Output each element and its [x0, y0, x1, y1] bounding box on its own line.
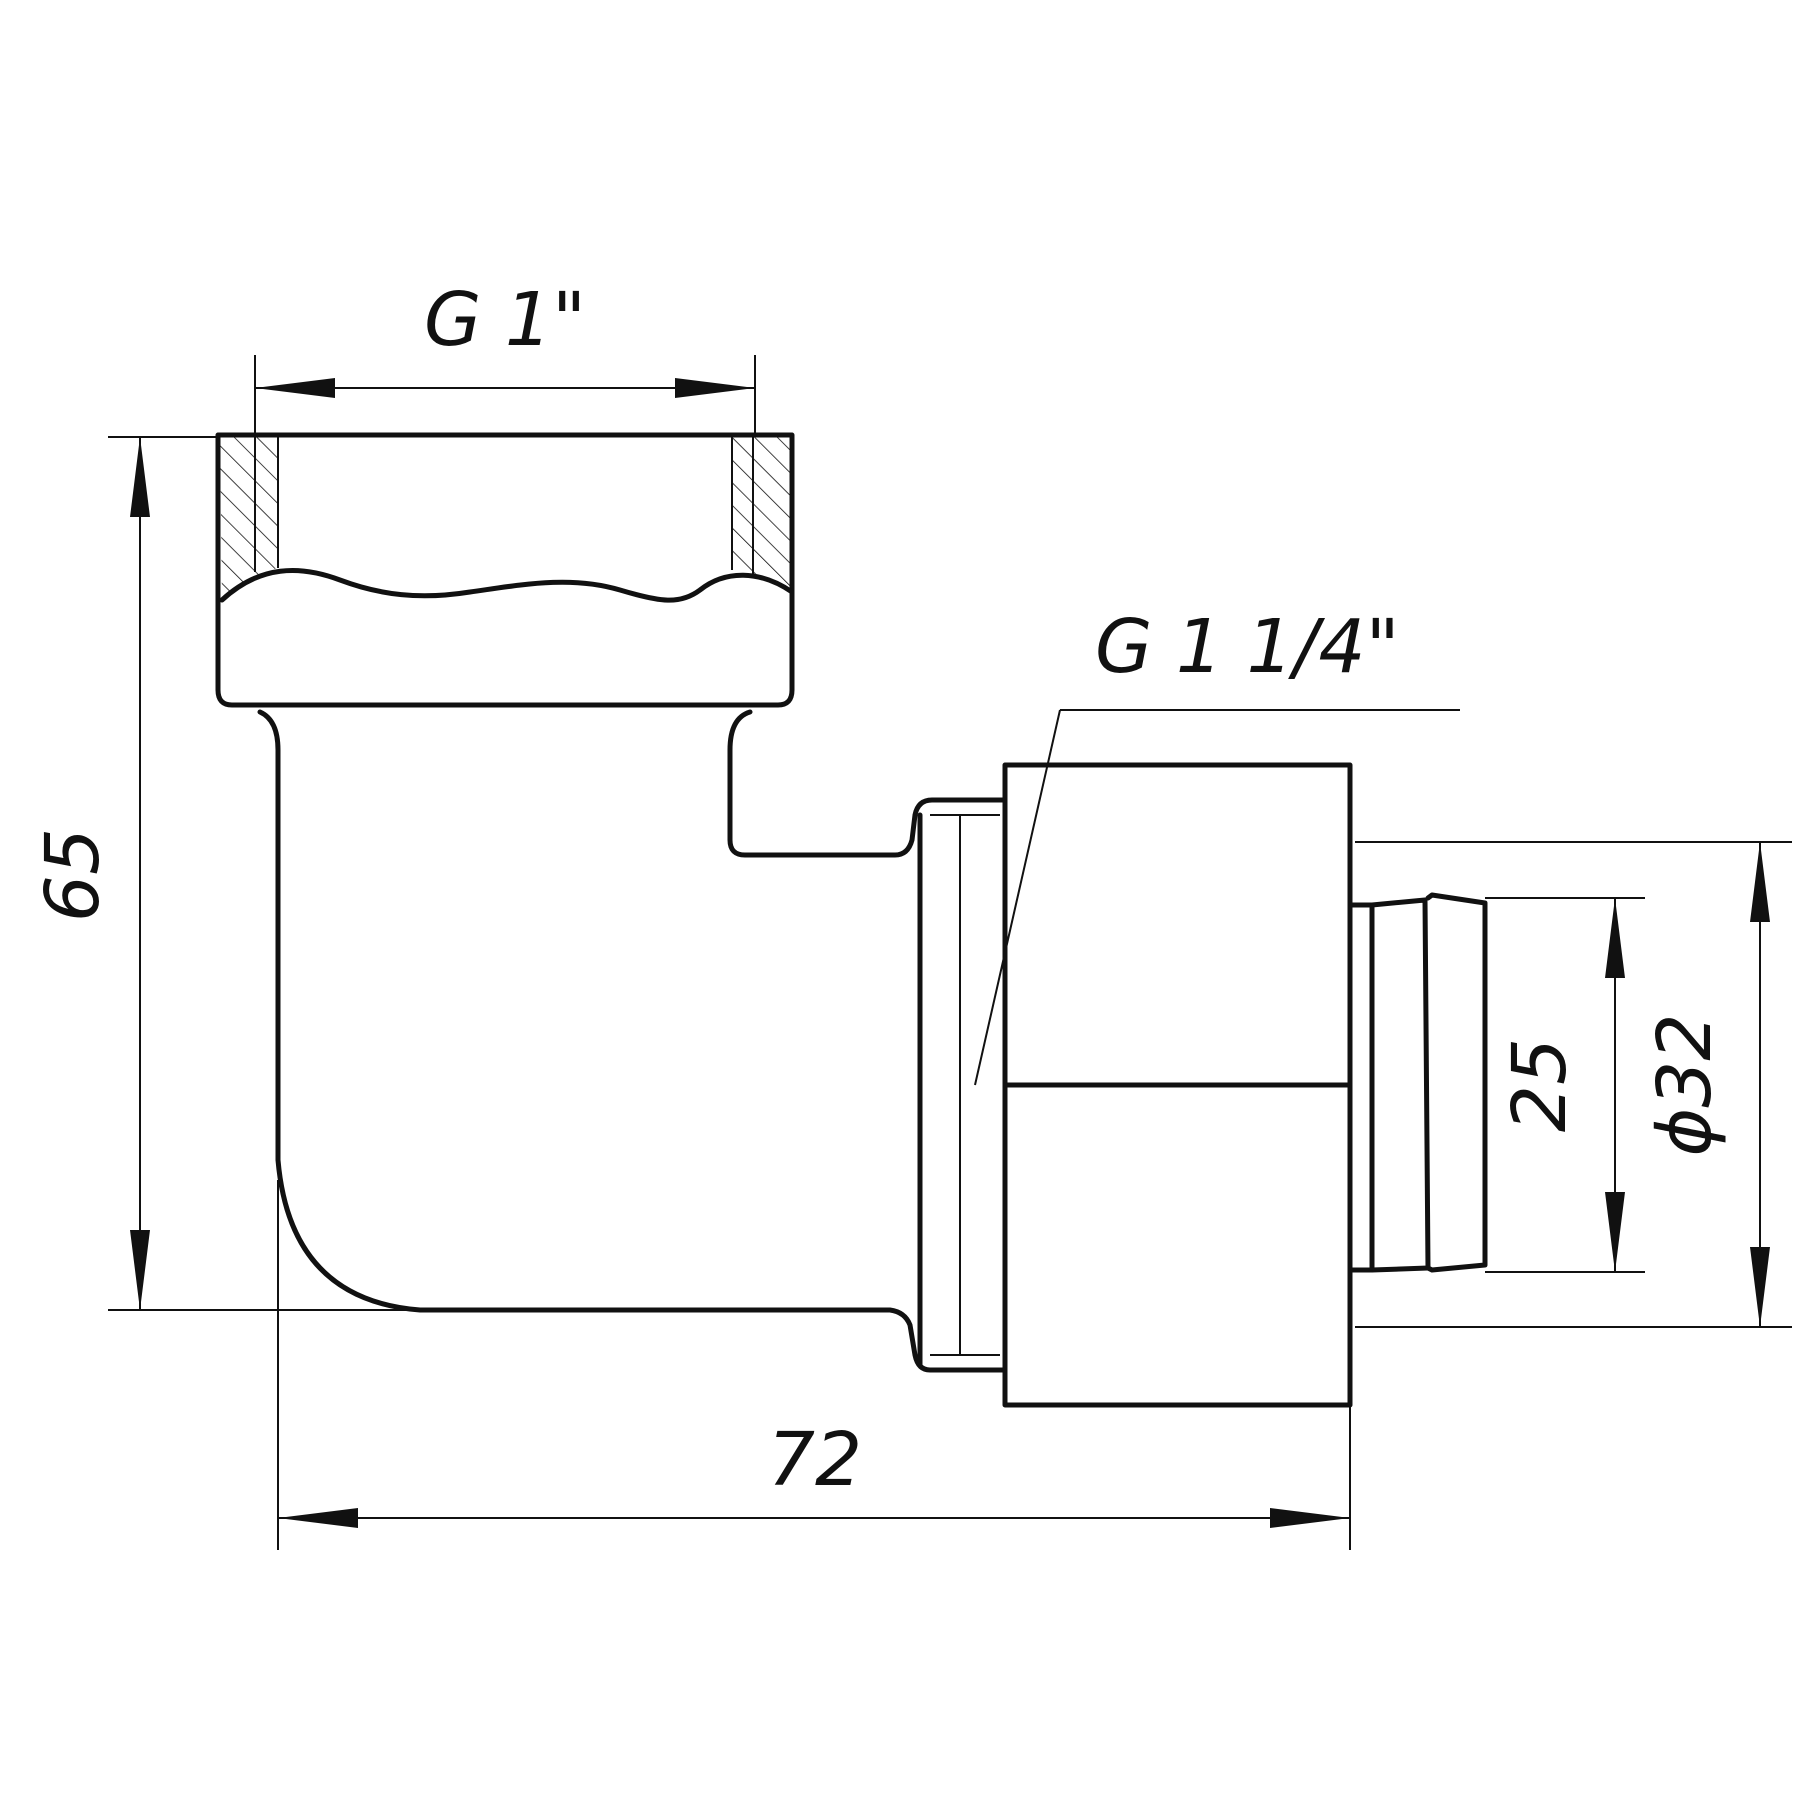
fitting-body [215, 432, 1488, 1408]
top-cap-outline [215, 432, 795, 708]
top-thread-label: G 1" [424, 277, 586, 363]
dimension-length: 72 [277, 1180, 1351, 1550]
dimension-outer-diameter: ϕ32 [1355, 841, 1792, 1328]
dimension-side-thread: G 1 1/4" [974, 604, 1460, 1086]
outer-diameter-label: ϕ32 [1642, 1014, 1728, 1157]
left-thread-hatch [220, 437, 278, 600]
dimension-inner-diameter: 25 [1485, 897, 1645, 1273]
length-label: 72 [768, 1417, 862, 1503]
break-line [219, 568, 795, 603]
right-thread-hatch [732, 437, 790, 595]
dimension-top-thread: G 1" [254, 277, 756, 437]
side-thread-label: G 1 1/4" [1095, 604, 1400, 690]
height-label: 65 [30, 828, 116, 922]
dimension-height: 65 [30, 436, 420, 1311]
pipe-barb [1347, 902, 1375, 1273]
inner-diameter-label: 25 [1497, 1038, 1583, 1132]
elbow-inner [727, 709, 1008, 858]
elbow-body [257, 709, 1008, 1373]
